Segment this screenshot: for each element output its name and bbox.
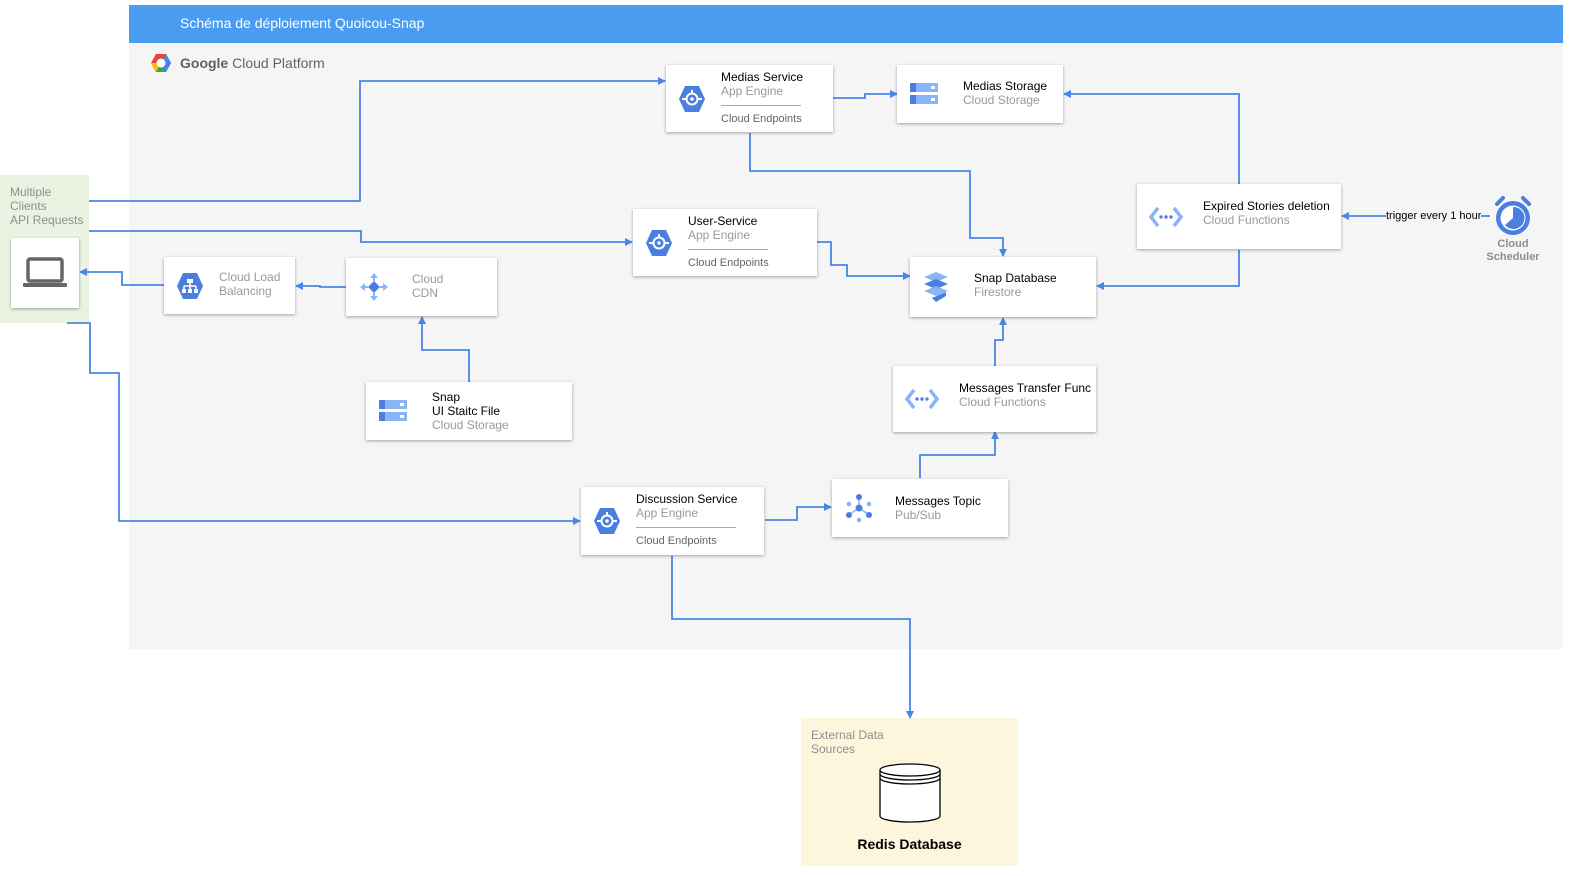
edge-expired-to-snap-db <box>1096 250 1240 290</box>
node-name: Medias Service <box>721 70 804 84</box>
node-name-line2: UI Staitc File <box>432 404 501 418</box>
node-name: User-Service <box>688 214 758 228</box>
separator <box>636 527 736 528</box>
app-engine-icon <box>594 508 620 534</box>
node-type: App Engine <box>721 84 784 98</box>
edge-clients-to-discussion-service <box>67 322 581 525</box>
node-name: Discussion Service <box>636 492 738 506</box>
external-label-line: Sources <box>811 742 856 756</box>
snap-ui-static-file-card[interactable]: Snap UI Staitc File Cloud Storage <box>366 382 572 440</box>
database-icon <box>879 763 941 823</box>
scheduler-label-line: Scheduler <box>1486 251 1540 263</box>
cloud-scheduler-icon <box>1495 196 1531 235</box>
edge-user-service-to-snap-db <box>817 241 911 280</box>
title-bar <box>129 5 1563 43</box>
app-engine-icon <box>679 85 705 112</box>
medias-service-card[interactable]: Medias Service App Engine Cloud Endpoint… <box>666 65 833 132</box>
node-type: CDN <box>412 286 438 300</box>
cloud-scheduler-label: Cloud Scheduler <box>1484 238 1542 264</box>
node-type: Cloud Storage <box>963 93 1040 107</box>
redis-database-label: Redis Database <box>857 836 962 852</box>
node-type: App Engine <box>636 506 699 520</box>
node-name: Snap <box>432 390 461 404</box>
node-name: Messages Transfer Func <box>959 381 1092 395</box>
user-service-card[interactable]: User-Service App Engine Cloud Endpoints <box>633 209 817 276</box>
edge-medias-service-to-storage <box>833 90 898 99</box>
node-type: Balancing <box>219 284 272 298</box>
load-balancing-icon <box>177 272 203 299</box>
snap-database-card[interactable]: Snap Database Firestore <box>910 257 1096 317</box>
gcp-logo-icon <box>151 54 171 72</box>
edge-cdn-to-lb <box>295 282 346 290</box>
edge-clients-to-user-service <box>89 230 633 246</box>
clients-label-line: API Requests <box>10 213 84 227</box>
edge-snap-ui-to-cdn <box>418 316 470 382</box>
gcp-platform-label: Google Cloud Platform <box>150 53 325 73</box>
pubsub-icon <box>846 494 872 523</box>
separator <box>721 105 801 106</box>
external-label: External Data Sources <box>811 728 884 756</box>
node-name: Snap Database <box>974 271 1057 285</box>
external-label-line: External Data <box>811 728 884 742</box>
expired-stories-card[interactable]: Expired Stories deletion Cloud Functions <box>1137 184 1341 249</box>
node-endpoint: Cloud Endpoints <box>688 257 769 269</box>
clients-label-line: Clients <box>10 199 47 213</box>
cdn-icon <box>360 273 388 301</box>
cloud-functions-icon <box>1149 206 1183 227</box>
cloud-cdn-card[interactable]: Cloud CDN <box>346 258 497 316</box>
node-type: Cloud Functions <box>1203 213 1290 227</box>
edge-msg-transfer-to-snap-db <box>994 317 1007 366</box>
node-name: Expired Stories deletion <box>1203 199 1330 213</box>
node-name: Medias Storage <box>963 79 1048 93</box>
discussion-service-card[interactable]: Discussion Service App Engine Cloud Endp… <box>581 487 764 555</box>
cloud-load-balancing-card[interactable]: Cloud Load Balancing <box>164 257 295 314</box>
medias-storage-card[interactable]: Medias Storage Cloud Storage <box>897 65 1063 123</box>
node-name: Cloud Load <box>219 270 281 284</box>
diagram-title: Schéma de déploiement Quoicou-Snap <box>180 15 425 31</box>
laptop-card[interactable] <box>11 238 79 308</box>
node-type: Cloud Functions <box>959 395 1046 409</box>
clients-label-line: Multiple <box>10 185 52 199</box>
scheduler-label-line: Cloud <box>1497 238 1529 250</box>
gcp-brand: Google <box>180 55 229 71</box>
firestore-icon <box>924 272 948 302</box>
cloud-storage-icon <box>910 83 938 104</box>
app-engine-icon <box>646 229 672 256</box>
node-type: App Engine <box>688 228 751 242</box>
node-endpoint: Cloud Endpoints <box>721 113 802 125</box>
laptop-icon <box>23 257 67 287</box>
gcp-label-text: Cloud Platform <box>232 55 325 71</box>
edge-discussion-to-msg-topic <box>765 503 832 521</box>
edge-expired-to-medias-storage <box>1063 90 1240 184</box>
node-type: Pub/Sub <box>895 508 942 522</box>
clients-label: Multiple Clients API Requests <box>10 185 83 227</box>
messages-topic-card[interactable]: Messages Topic Pub/Sub <box>832 479 1008 537</box>
messages-transfer-func-card[interactable]: Messages Transfer Func Cloud Functions <box>893 366 1096 432</box>
edge-msg-topic-to-msg-transfer <box>919 431 999 478</box>
node-type: Cloud Storage <box>432 418 509 432</box>
edge-discussion-to-redis <box>671 556 914 719</box>
cloud-functions-icon <box>905 388 939 410</box>
edge-medias-service-to-snap-db <box>749 133 1007 257</box>
node-type: Firestore <box>974 285 1022 299</box>
cloud-storage-icon <box>379 400 407 421</box>
trigger-label: trigger every 1 hour <box>1386 210 1482 222</box>
edge-lb-to-clients <box>79 268 164 286</box>
gcp-area <box>129 43 1563 649</box>
node-endpoint: Cloud Endpoints <box>636 535 717 547</box>
node-name: Messages Topic <box>895 494 981 508</box>
separator <box>688 249 768 250</box>
node-name: Cloud <box>412 272 444 286</box>
edge-clients-to-medias-service <box>89 77 666 202</box>
